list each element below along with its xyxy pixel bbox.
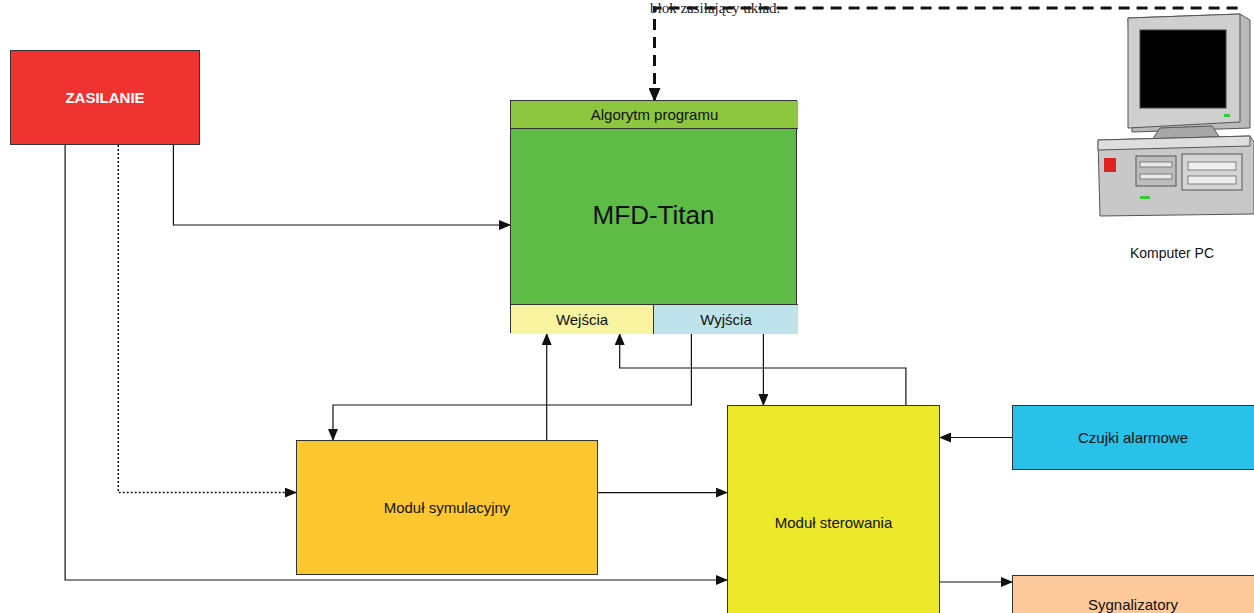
node-text: Wejścia — [556, 311, 608, 329]
connector-arrow — [763, 334, 764, 405]
module-box: Moduł sterowania — [727, 405, 940, 613]
connector-arrow — [655, 8, 1238, 101]
outputs-band: Wyjścia — [654, 304, 798, 334]
module-box: Moduł symulacyjny — [296, 440, 598, 575]
connector-arrow — [598, 492, 727, 493]
node-text: Wyjścia — [700, 311, 752, 329]
connector-arrow — [940, 437, 1012, 438]
node-text: MFD-Titan — [593, 200, 715, 231]
connector-arrow — [173, 145, 510, 225]
node-text: Sygnalizatory — [1088, 596, 1178, 613]
connector-arrow — [620, 334, 906, 405]
signal-box: Sygnalizatory — [1012, 575, 1254, 613]
node-text: Komputer PC — [1130, 245, 1214, 262]
note-text: blok zasilający układ. — [650, 0, 780, 17]
connector-arrow — [118, 145, 296, 493]
computer-icon — [1098, 14, 1254, 216]
connector-arrow — [546, 334, 547, 440]
sensor-box: Czujki alarmowe — [1012, 405, 1254, 470]
node-text: Moduł symulacyjny — [384, 499, 511, 517]
node-text: Czujki alarmowe — [1078, 429, 1188, 447]
power-box: ZASILANIE — [10, 50, 200, 145]
inputs-band: Wejścia — [511, 304, 654, 334]
node-text: ZASILANIE — [65, 89, 144, 107]
connector-arrow — [940, 581, 1012, 582]
connector-arrow — [333, 334, 691, 440]
computer-node: Komputer PC — [1090, 8, 1254, 266]
connector-arrow — [65, 145, 727, 580]
program-band: Algorytm programu — [511, 101, 798, 129]
node-text: Moduł sterowania — [775, 514, 893, 532]
node-text: Algorytm programu — [591, 106, 719, 124]
controller-box: MFD-Titan Algorytm programuWejścia Wyjścia — [510, 100, 797, 333]
